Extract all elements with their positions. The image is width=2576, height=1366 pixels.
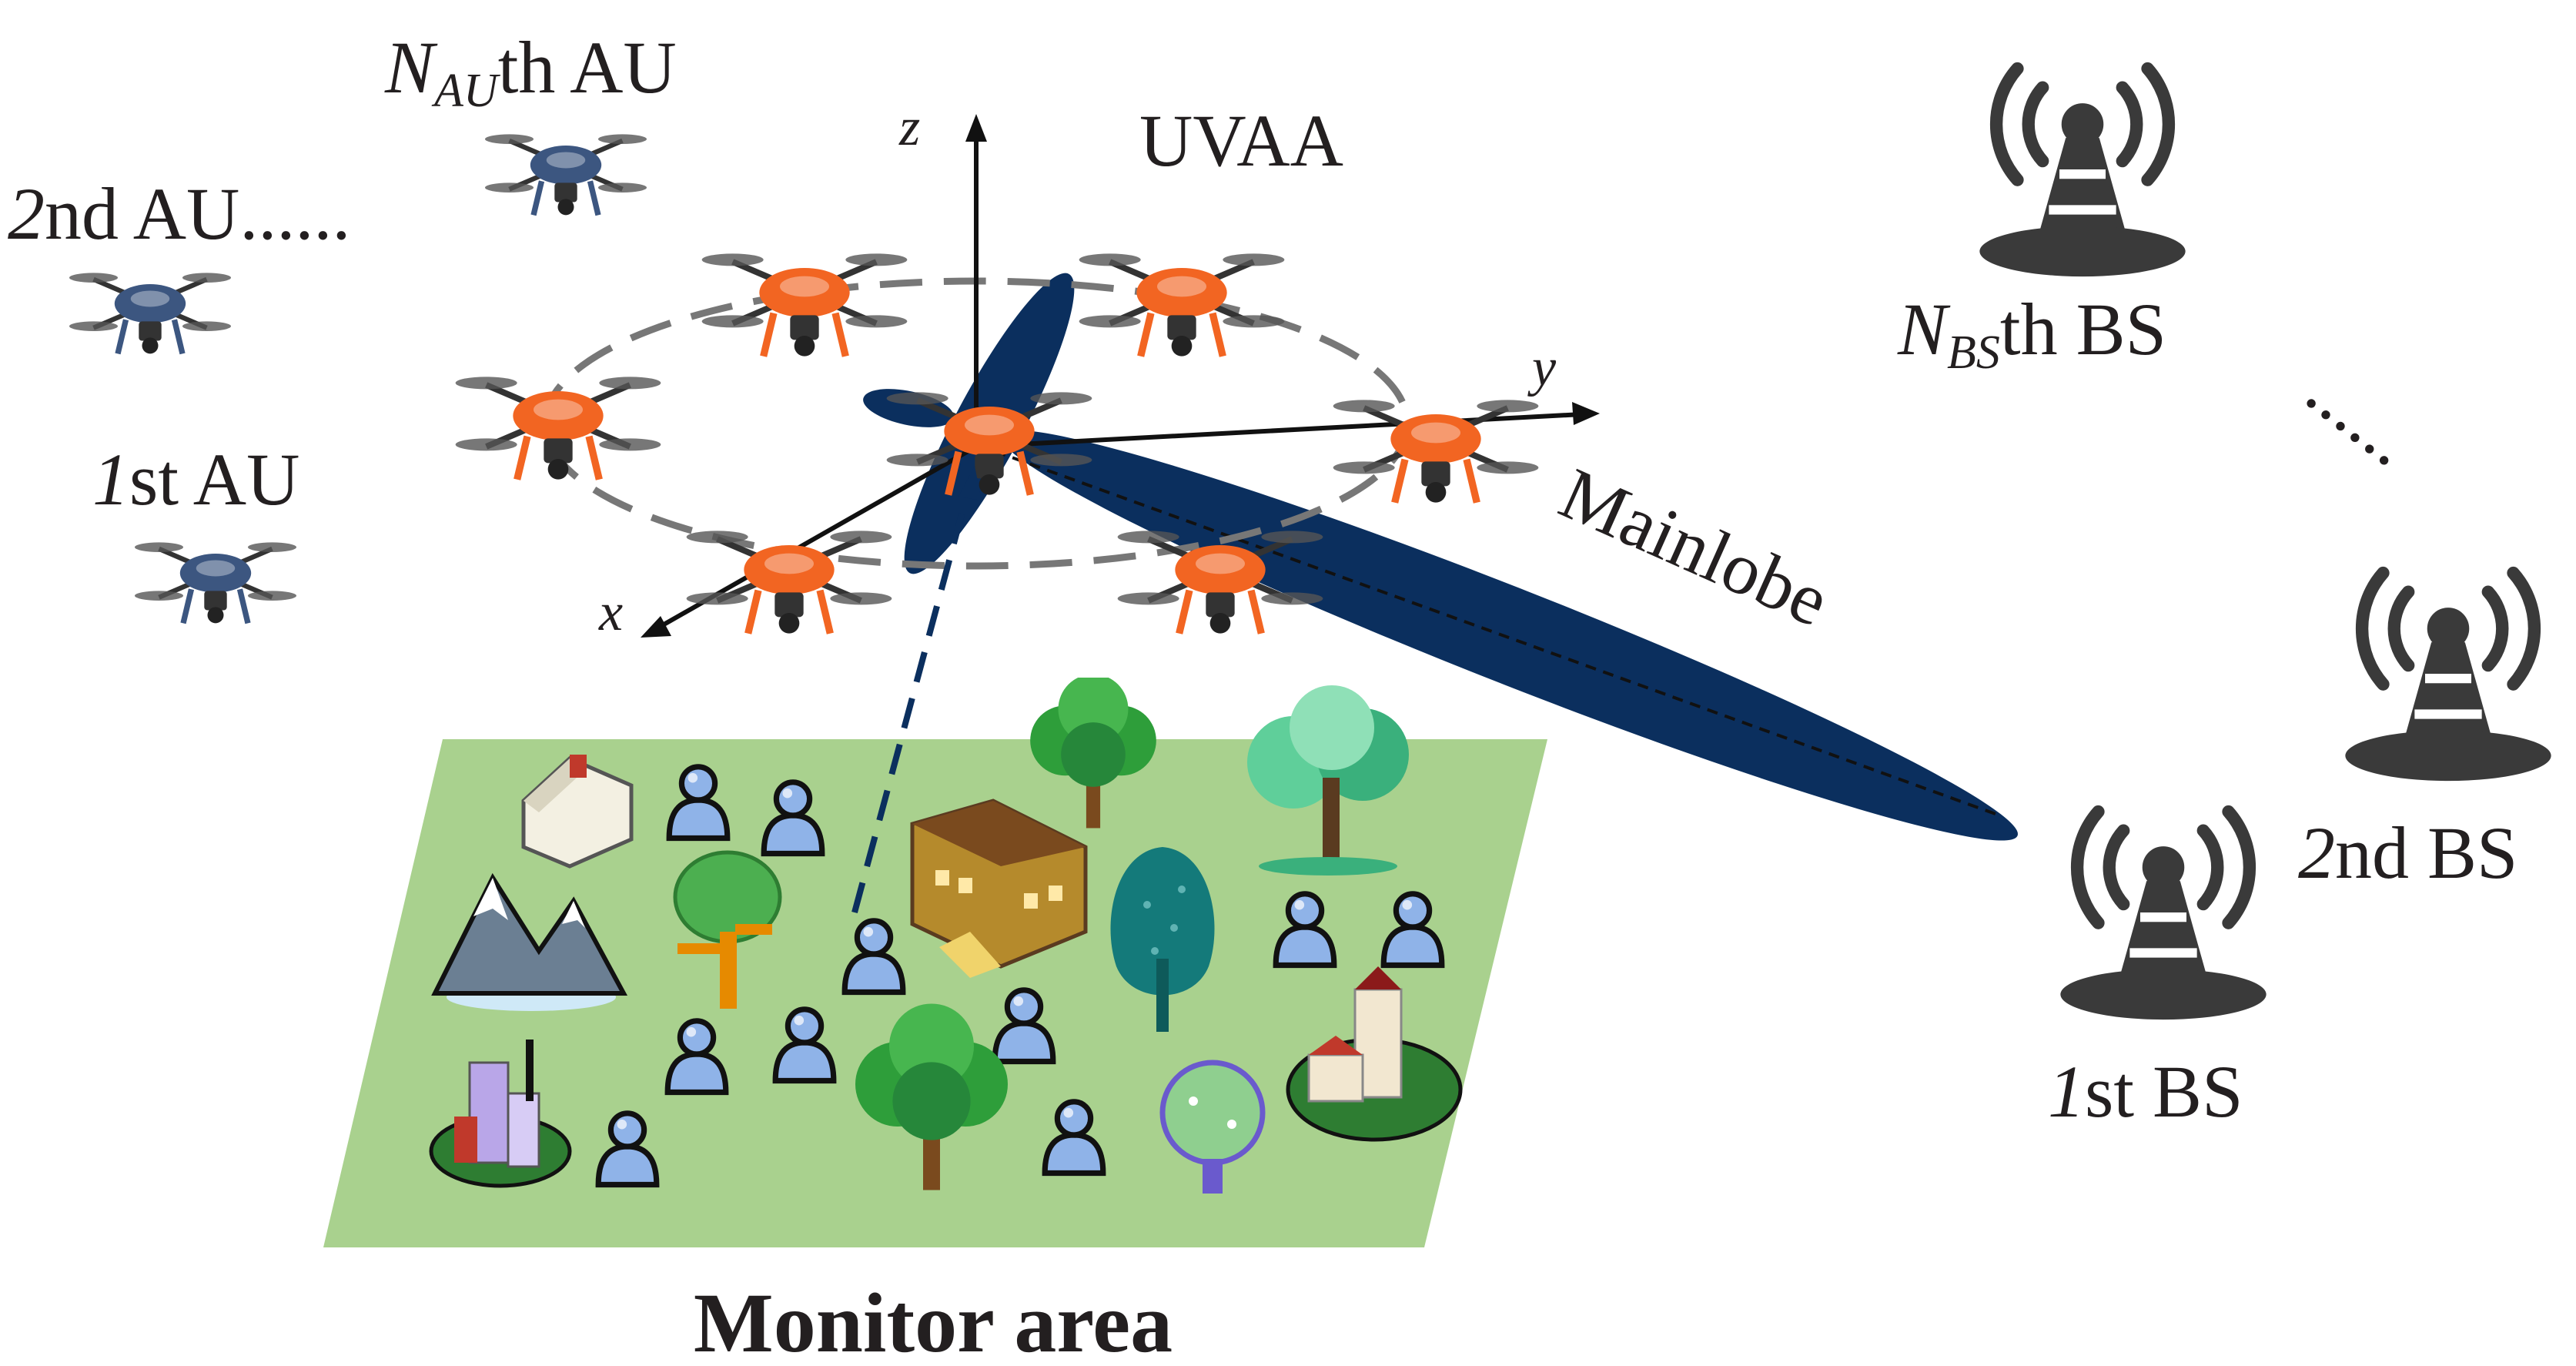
antenna-tower-icon [2060, 812, 2266, 1019]
drone-icon [702, 253, 908, 356]
uvaa-label: UVAA [1139, 99, 1343, 182]
antenna-tower-icon [1979, 69, 2185, 276]
tree-icon [673, 850, 782, 1009]
ground-link-arrow [958, 466, 982, 501]
drone-icon [687, 531, 892, 633]
bs-2-suffix: nd BS [2335, 812, 2517, 894]
building-icon [429, 1040, 572, 1188]
bs-2-number: 2 [2298, 812, 2335, 894]
au-2-label: 2nd AU...... [8, 172, 350, 255]
au-n-symbol: N [384, 26, 438, 109]
bs-2-label: 2nd BS [2298, 812, 2517, 894]
monitor-area-contents [429, 678, 1463, 1194]
au-1-label: 1st AU [92, 438, 299, 521]
antenna-tower-icon [2345, 573, 2551, 781]
drone-icon [456, 377, 661, 479]
bs-n-subscript: BS [1947, 326, 2000, 379]
x-axis-arrow [641, 616, 671, 638]
drone-icon [135, 542, 296, 623]
bs-n-label: NBSth BS [1897, 288, 2166, 379]
ground-link-line [851, 476, 975, 914]
drone-icon [1079, 253, 1285, 356]
au-2-number: 2 [8, 172, 45, 255]
au-1-suffix: st AU [129, 438, 299, 521]
bs-n-symbol: N [1897, 288, 1951, 370]
y-axis-arrow [1572, 402, 1600, 425]
au-ellipsis: ...... [239, 172, 350, 255]
y-axis-label: y [1527, 338, 1557, 397]
au-2-suffix: nd AU [45, 172, 239, 255]
tree-icon [1159, 1060, 1266, 1194]
drone-icon [69, 273, 231, 353]
drone-icon [485, 134, 647, 215]
tree-icon [1247, 685, 1409, 876]
x-axis-label: x [598, 583, 623, 642]
church-icon [1286, 966, 1463, 1142]
bs-n-suffix: th BS [2000, 288, 2166, 370]
au-1-number: 1 [92, 438, 129, 521]
au-n-subscript: AU [431, 65, 501, 117]
monitor-area-label: Monitor area [694, 1276, 1173, 1366]
bs-1-label: 1st BS [2048, 1050, 2243, 1133]
building-icon [910, 799, 1088, 978]
bs-1-suffix: st BS [2085, 1050, 2243, 1133]
y-axis [975, 412, 1583, 449]
z-axis-arrow [965, 114, 987, 142]
mountain-icon [431, 872, 628, 1011]
au-n-suffix: th AU [498, 26, 677, 109]
z-axis-label: z [898, 98, 920, 157]
mainlobe-axis [977, 444, 2002, 818]
bs-1-number: 1 [2048, 1050, 2085, 1133]
house-icon [521, 755, 634, 869]
bs-ellipsis: ...... [2292, 348, 2430, 481]
mainlobe-label: Mainlobe [1548, 451, 1841, 641]
au-n-label: NAUth AU [384, 26, 677, 117]
